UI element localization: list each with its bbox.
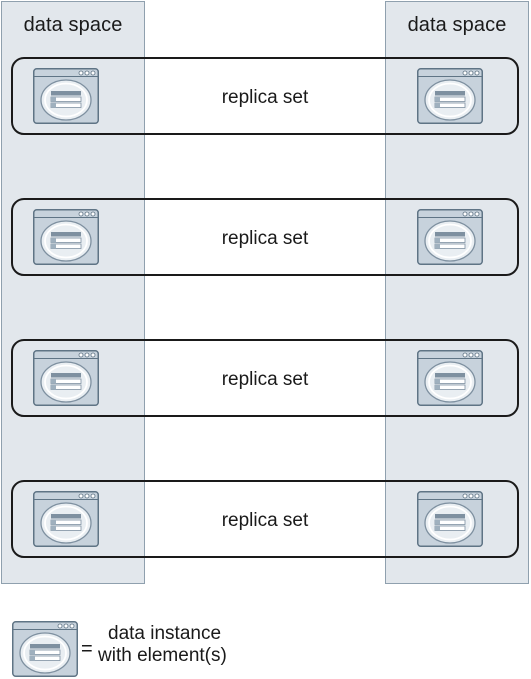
legend-text: data instance with element(s)	[98, 623, 227, 667]
data-instance-icon	[417, 209, 483, 265]
data-instance-icon	[33, 350, 99, 406]
replica-set-label: replica set	[221, 228, 309, 249]
legend-equals-sign: =	[81, 638, 93, 660]
data-instance-icon	[33, 491, 99, 547]
data-space-right: data space	[385, 1, 529, 584]
data-instance-icon	[417, 491, 483, 547]
replica-set-2: replica set	[11, 198, 519, 276]
replica-set-label: replica set	[221, 510, 309, 531]
replica-set-label: replica set	[221, 369, 309, 390]
replica-set-4: replica set	[11, 480, 519, 558]
replica-set-label: replica set	[221, 87, 309, 108]
data-instance-icon	[33, 68, 99, 124]
data-space-right-title: data space	[407, 14, 507, 36]
legend-line-2: with element(s)	[98, 645, 227, 666]
legend-line-1: data instance	[108, 623, 222, 644]
replica-set-1: replica set	[11, 57, 519, 135]
legend-data-instance-icon	[12, 621, 78, 677]
replica-set-3: replica set	[11, 339, 519, 417]
data-instance-icon	[417, 350, 483, 406]
data-instance-icon	[33, 209, 99, 265]
data-instance-icon	[417, 68, 483, 124]
data-space-left-title: data space	[23, 14, 123, 36]
